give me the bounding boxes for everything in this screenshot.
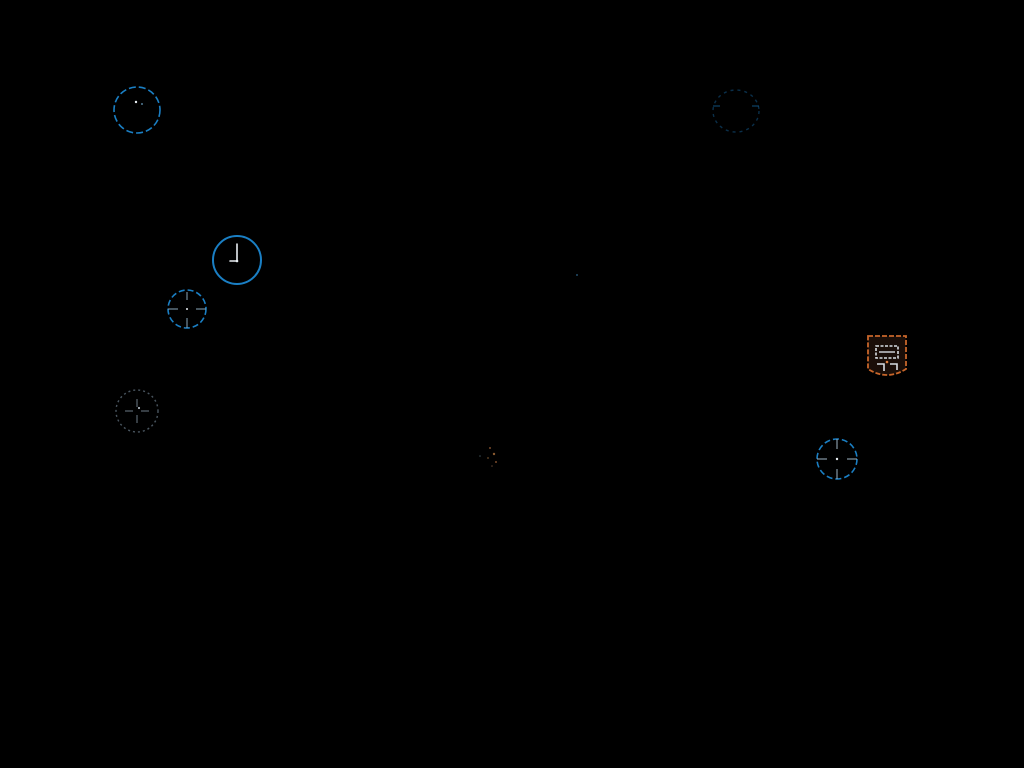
spark-icon[interactable] (470, 440, 504, 472)
target-ring-graphic-faint (712, 89, 760, 133)
crosshair-graphic-gray (115, 389, 159, 433)
clock-icon[interactable] (211, 234, 263, 286)
target-ring-icon[interactable] (112, 85, 162, 135)
crosshair-icon[interactable] (166, 288, 208, 330)
target-ring-graphic (113, 86, 161, 134)
shield-badge-graphic (867, 335, 907, 376)
star-speck (576, 274, 578, 276)
spark-graphic (479, 447, 497, 467)
crosshair-graphic-right (816, 438, 858, 480)
crosshair-icon[interactable] (113, 387, 161, 435)
crosshair-graphic-left (167, 289, 207, 329)
crosshair-icon[interactable] (815, 437, 859, 481)
shield-badge-icon[interactable] (864, 333, 910, 383)
target-ring-icon[interactable] (711, 88, 761, 134)
clock-graphic (212, 235, 262, 285)
